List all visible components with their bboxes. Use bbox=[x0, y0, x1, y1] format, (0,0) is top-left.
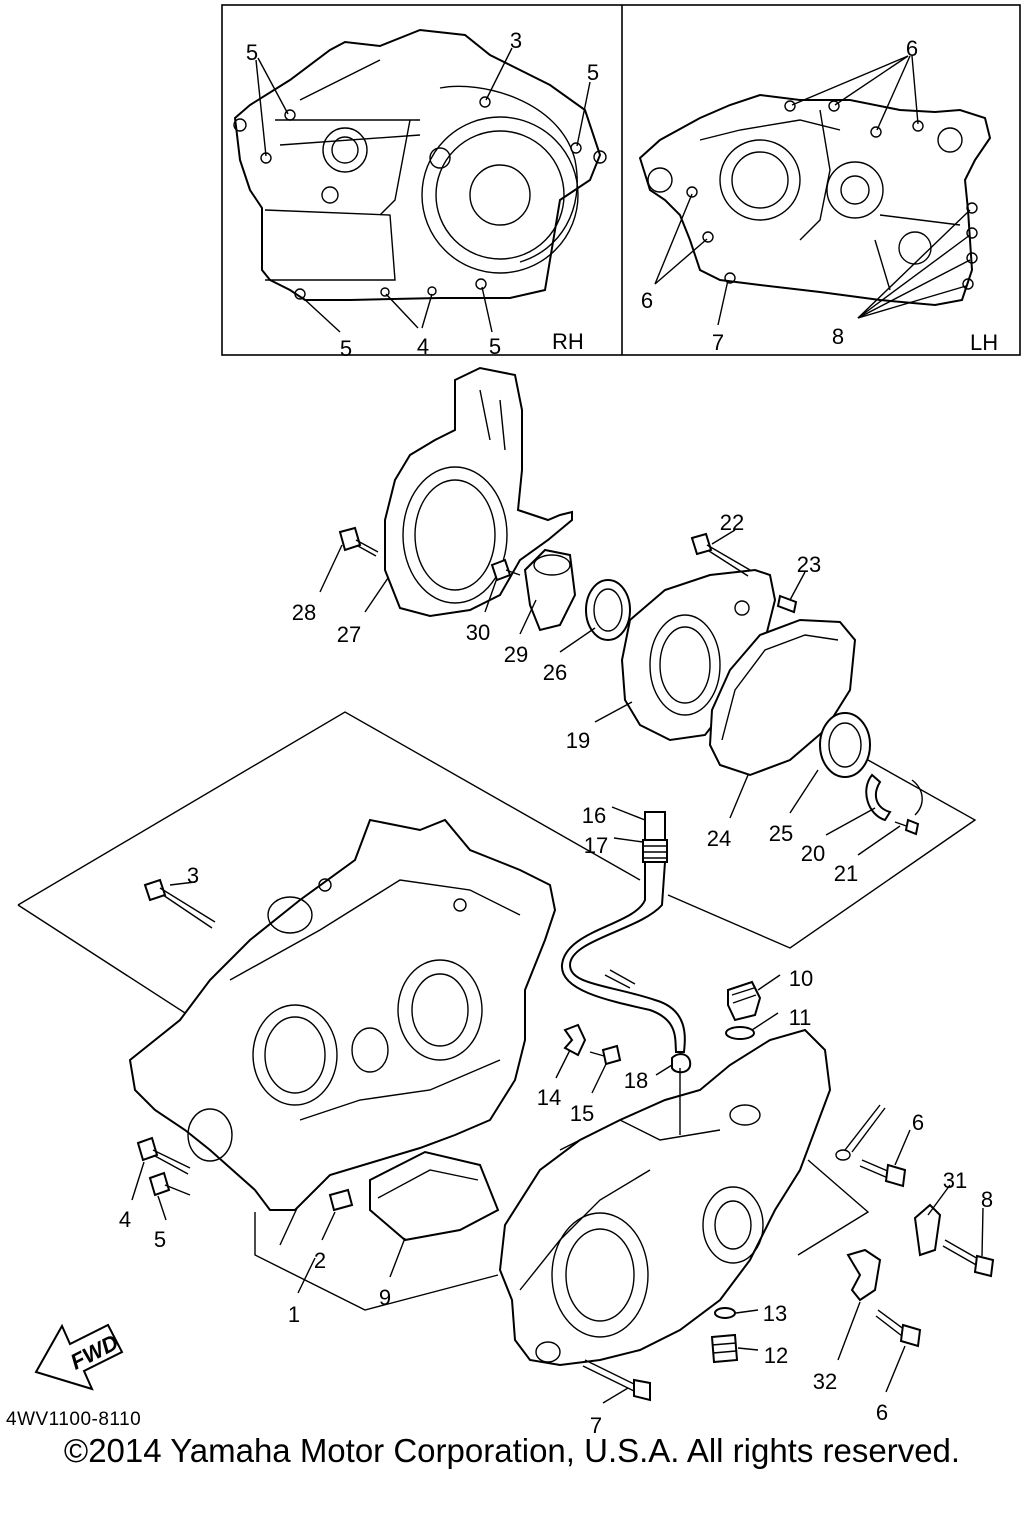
main-callout-16: 16 bbox=[582, 803, 606, 828]
part-25-oil-seal bbox=[819, 712, 871, 778]
inset-callout-7: 7 bbox=[712, 330, 724, 355]
main-callout-10: 10 bbox=[789, 966, 813, 991]
main-callout-20: 20 bbox=[801, 841, 825, 866]
main-callout-1: 1 bbox=[288, 1302, 300, 1327]
main-callout-15: 15 bbox=[570, 1101, 594, 1126]
part-7-bolt bbox=[582, 1359, 651, 1402]
main-callout-31: 31 bbox=[943, 1168, 967, 1193]
main-callout-27: 27 bbox=[337, 622, 361, 647]
main-callout-2: 2 bbox=[314, 1248, 326, 1273]
main-callout-23: 23 bbox=[797, 552, 821, 577]
main-callout-26: 26 bbox=[543, 660, 567, 685]
part-5-bolt bbox=[148, 1171, 191, 1197]
part-1-crankcase-right bbox=[128, 818, 557, 1211]
main-callout-28: 28 bbox=[292, 600, 316, 625]
rh-tag: RH bbox=[552, 329, 584, 354]
main-callout-19: 19 bbox=[566, 728, 590, 753]
inset-leader-lines bbox=[255, 47, 971, 333]
main-callout-24: 24 bbox=[707, 826, 731, 851]
inset-callout-6: 6 bbox=[906, 36, 918, 61]
main-callout-29: 29 bbox=[504, 642, 528, 667]
part-14-bracket bbox=[563, 1023, 587, 1057]
main-callout-9: 9 bbox=[379, 1285, 391, 1310]
main-callout-11: 11 bbox=[789, 1005, 812, 1030]
main-callout-5: 5 bbox=[154, 1227, 166, 1252]
inset-callout-5: 5 bbox=[489, 334, 501, 359]
inset-callout-5: 5 bbox=[587, 60, 599, 85]
part-3-bolt bbox=[143, 878, 216, 929]
part-16-17-breather-hose bbox=[560, 811, 686, 1053]
main-callout-14: 14 bbox=[537, 1085, 561, 1110]
main-callout-21: 21 bbox=[834, 861, 858, 886]
lh-tag: LH bbox=[970, 330, 998, 355]
part-22-bolt bbox=[690, 532, 751, 577]
part-6-bolt-upper bbox=[859, 1159, 907, 1188]
wire-lead bbox=[835, 1104, 886, 1161]
main-callout-25: 25 bbox=[769, 821, 793, 846]
inset-callout-3: 3 bbox=[510, 28, 522, 53]
part-28-bolt bbox=[338, 526, 379, 557]
inset-callout-4: 4 bbox=[417, 334, 429, 359]
part-15-bolt bbox=[589, 1044, 622, 1066]
part-30-bolt bbox=[490, 558, 521, 582]
main-callout-32: 32 bbox=[813, 1369, 837, 1394]
inset-callout-8: 8 bbox=[832, 324, 844, 349]
main-leader-lines bbox=[131, 529, 984, 1404]
part-31-bracket bbox=[913, 1203, 942, 1257]
inset-callout-6: 6 bbox=[641, 288, 653, 313]
part-21-screw bbox=[894, 818, 920, 836]
part-20-retainer bbox=[865, 773, 923, 822]
main-callout-6: 6 bbox=[912, 1110, 924, 1135]
part-13-gasket bbox=[714, 1307, 736, 1319]
main-callout-7: 7 bbox=[590, 1413, 602, 1438]
part-8-bolt bbox=[942, 1239, 995, 1278]
part-23-dowel bbox=[776, 594, 798, 614]
main-callout-22: 22 bbox=[720, 510, 744, 535]
part-29-boot bbox=[523, 548, 577, 632]
main-callout-13: 13 bbox=[763, 1301, 787, 1326]
part-24-gasket bbox=[708, 618, 857, 777]
part-10-filler-plug bbox=[727, 980, 762, 1022]
lh-crankcase-view bbox=[638, 93, 992, 307]
crankcase-left-half bbox=[498, 1028, 832, 1367]
main-callout-3: 3 bbox=[187, 863, 199, 888]
inset-callout-5: 5 bbox=[340, 336, 352, 361]
part-code: 4WV1100-8110 bbox=[6, 1409, 142, 1430]
part-27-cover bbox=[384, 366, 573, 618]
part-6-bolt-lower bbox=[875, 1309, 922, 1348]
main-callout-6: 6 bbox=[876, 1400, 888, 1425]
main-callout-30: 30 bbox=[466, 620, 490, 645]
main-callout-4: 4 bbox=[119, 1207, 131, 1232]
copyright-notice: ©2014 Yamaha Motor Corporation, U.S.A. A… bbox=[63, 1432, 961, 1469]
rh-crankcase-view bbox=[233, 28, 607, 301]
main-callout-8: 8 bbox=[981, 1187, 993, 1212]
part-11-o-ring bbox=[725, 1026, 755, 1040]
part-18-clamp bbox=[671, 1053, 692, 1074]
main-callout-18: 18 bbox=[624, 1068, 648, 1093]
fwd-arrow-icon: FWD bbox=[34, 1323, 124, 1391]
part-4-bolt bbox=[136, 1136, 191, 1175]
main-callout-17: 17 bbox=[584, 833, 608, 858]
part-9-guide bbox=[369, 1150, 500, 1242]
main-callout-12: 12 bbox=[764, 1343, 788, 1368]
part-2-dowel bbox=[328, 1188, 354, 1212]
part-12-drain-plug bbox=[710, 1333, 739, 1364]
part-26-oil-seal bbox=[585, 579, 631, 641]
part-32-bracket bbox=[846, 1248, 882, 1302]
inset-frame bbox=[221, 4, 1021, 356]
inset-callout-5: 5 bbox=[246, 40, 258, 65]
